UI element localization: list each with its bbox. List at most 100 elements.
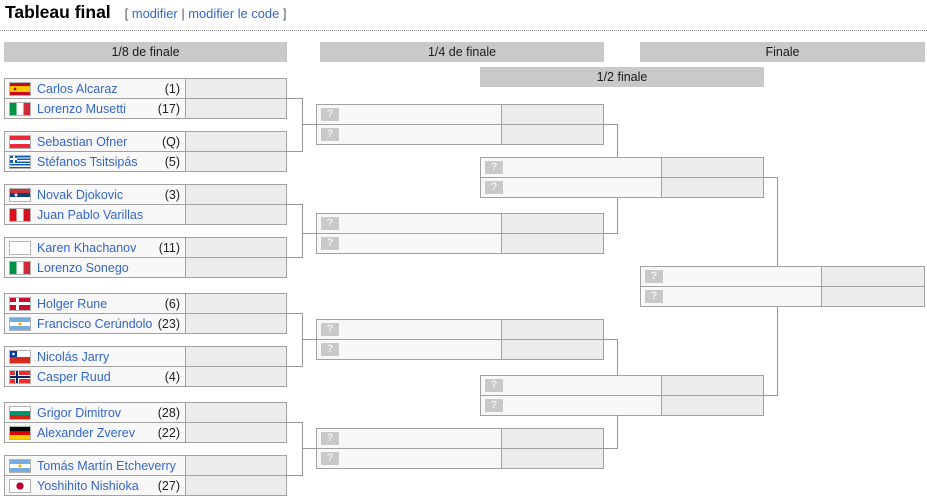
player-row: ? [481,376,763,395]
match-r16-2: Sebastian Ofner (Q) Stéfanos Tsitsipás (… [4,131,287,172]
match-r16-8: Tomás Martín Etcheverry Yoshihito Nishio… [4,455,287,496]
score-cell [185,132,286,151]
seed-label: (17) [157,101,180,116]
seed-label: (23) [157,316,180,331]
connector-line [604,233,618,234]
score-cell [661,396,763,415]
seed-label: (22) [157,425,180,440]
connector-line [777,177,778,267]
match-qf-3: ? ? [316,319,604,360]
player-row: Lorenzo Sonego [5,257,286,277]
player-row: Francisco Cerúndolo (23) [5,313,286,333]
score-cell [661,158,763,177]
player-row: ? [317,105,603,124]
seed-label: (5) [164,154,180,169]
match-qf-4: ? ? [316,428,604,469]
unknown-player-icon: ? [321,343,339,356]
match-qf-1: ? ? [316,104,604,145]
score-cell [185,456,286,475]
score-cell [185,347,286,366]
header-final: Finale [640,42,925,62]
score-cell [501,429,603,448]
connector-line [604,448,618,449]
italy-flag-icon [9,260,31,275]
connector-line [287,313,302,314]
chile-flag-icon [9,349,31,364]
germany-flag-icon [9,425,31,440]
unknown-player-icon: ? [321,237,339,250]
austria-flag-icon [9,134,31,149]
heading-divider [0,30,927,31]
connector-line [302,98,303,152]
edit-code-link[interactable]: modifier le code [188,6,280,21]
argentina-flag-icon [9,458,31,473]
unknown-player-icon: ? [321,452,339,465]
player-link[interactable]: Lorenzo Sonego [37,260,129,275]
serbia-flag-icon [9,187,31,202]
connector-line [302,339,316,340]
player-link[interactable]: Holger Rune [37,296,108,311]
player-link[interactable]: Karen Khachanov [37,240,137,255]
seed-label: (Q) [161,134,180,149]
connector-line [604,124,618,125]
player-row: Stéfanos Tsitsipás (5) [5,151,286,171]
connector-line [302,448,316,449]
score-cell [821,287,924,306]
player-row: ? [481,395,763,415]
player-link[interactable]: Juan Pablo Varillas [37,207,144,222]
player-link[interactable]: Lorenzo Musetti [37,101,126,116]
player-row: ? [481,158,763,177]
page-title: Tableau final [5,2,111,22]
unknown-player-icon: ? [485,399,503,412]
greece-flag-icon [9,154,31,169]
player-link[interactable]: Novak Djokovic [37,187,124,202]
player-row: Holger Rune (6) [5,294,286,313]
player-link[interactable]: Alexander Zverev [37,425,135,440]
unknown-player-icon: ? [485,181,503,194]
player-link[interactable]: Casper Ruud [37,369,111,384]
player-row: ? [317,233,603,253]
unknown-player-icon: ? [485,161,503,174]
player-link[interactable]: Tomás Martín Etcheverry [37,458,176,473]
player-row: Sebastian Ofner (Q) [5,132,286,151]
seed-label: (4) [164,369,180,384]
player-link[interactable]: Nicolás Jarry [37,349,110,364]
seed-label: (28) [157,405,180,420]
match-final: ? ? [640,266,925,307]
player-row: ? [317,214,603,233]
match-r16-3: Novak Djokovic (3) Juan Pablo Varillas [4,184,287,225]
score-cell [501,340,603,359]
score-cell [185,314,286,333]
score-cell [185,476,286,495]
unknown-player-icon: ? [645,270,663,283]
match-r16-1: Carlos Alcaraz (1) Lorenzo Musetti (17) [4,78,287,119]
match-sf-1: ? ? [480,157,764,198]
player-link[interactable]: Francisco Cerúndolo [37,316,153,331]
score-cell [185,238,286,257]
score-cell [185,258,286,277]
connector-line [764,177,778,178]
player-row: ? [317,320,603,339]
score-cell [501,234,603,253]
unknown-player-icon: ? [321,432,339,445]
match-r16-4: Karen Khachanov (11) Lorenzo Sonego [4,237,287,278]
player-link[interactable]: Grigor Dimitrov [37,405,122,420]
connector-line [287,422,302,423]
player-row: ? [317,448,603,468]
score-cell [501,449,603,468]
player-link[interactable]: Stéfanos Tsitsipás [37,154,138,169]
connector-line [777,306,778,396]
seed-label: (6) [164,296,180,311]
connector-line [617,339,618,376]
connector-line [302,233,316,234]
match-sf-2: ? ? [480,375,764,416]
norway-flag-icon [9,369,31,384]
edit-link[interactable]: modifier [131,6,178,21]
player-link[interactable]: Sebastian Ofner [37,134,128,149]
score-cell [185,367,286,386]
player-row: Novak Djokovic (3) [5,185,286,204]
player-link[interactable]: Yoshihito Nishioka [37,478,139,493]
player-link[interactable]: Carlos Alcaraz [37,81,118,96]
connector-line [617,124,618,158]
score-cell [821,267,924,286]
